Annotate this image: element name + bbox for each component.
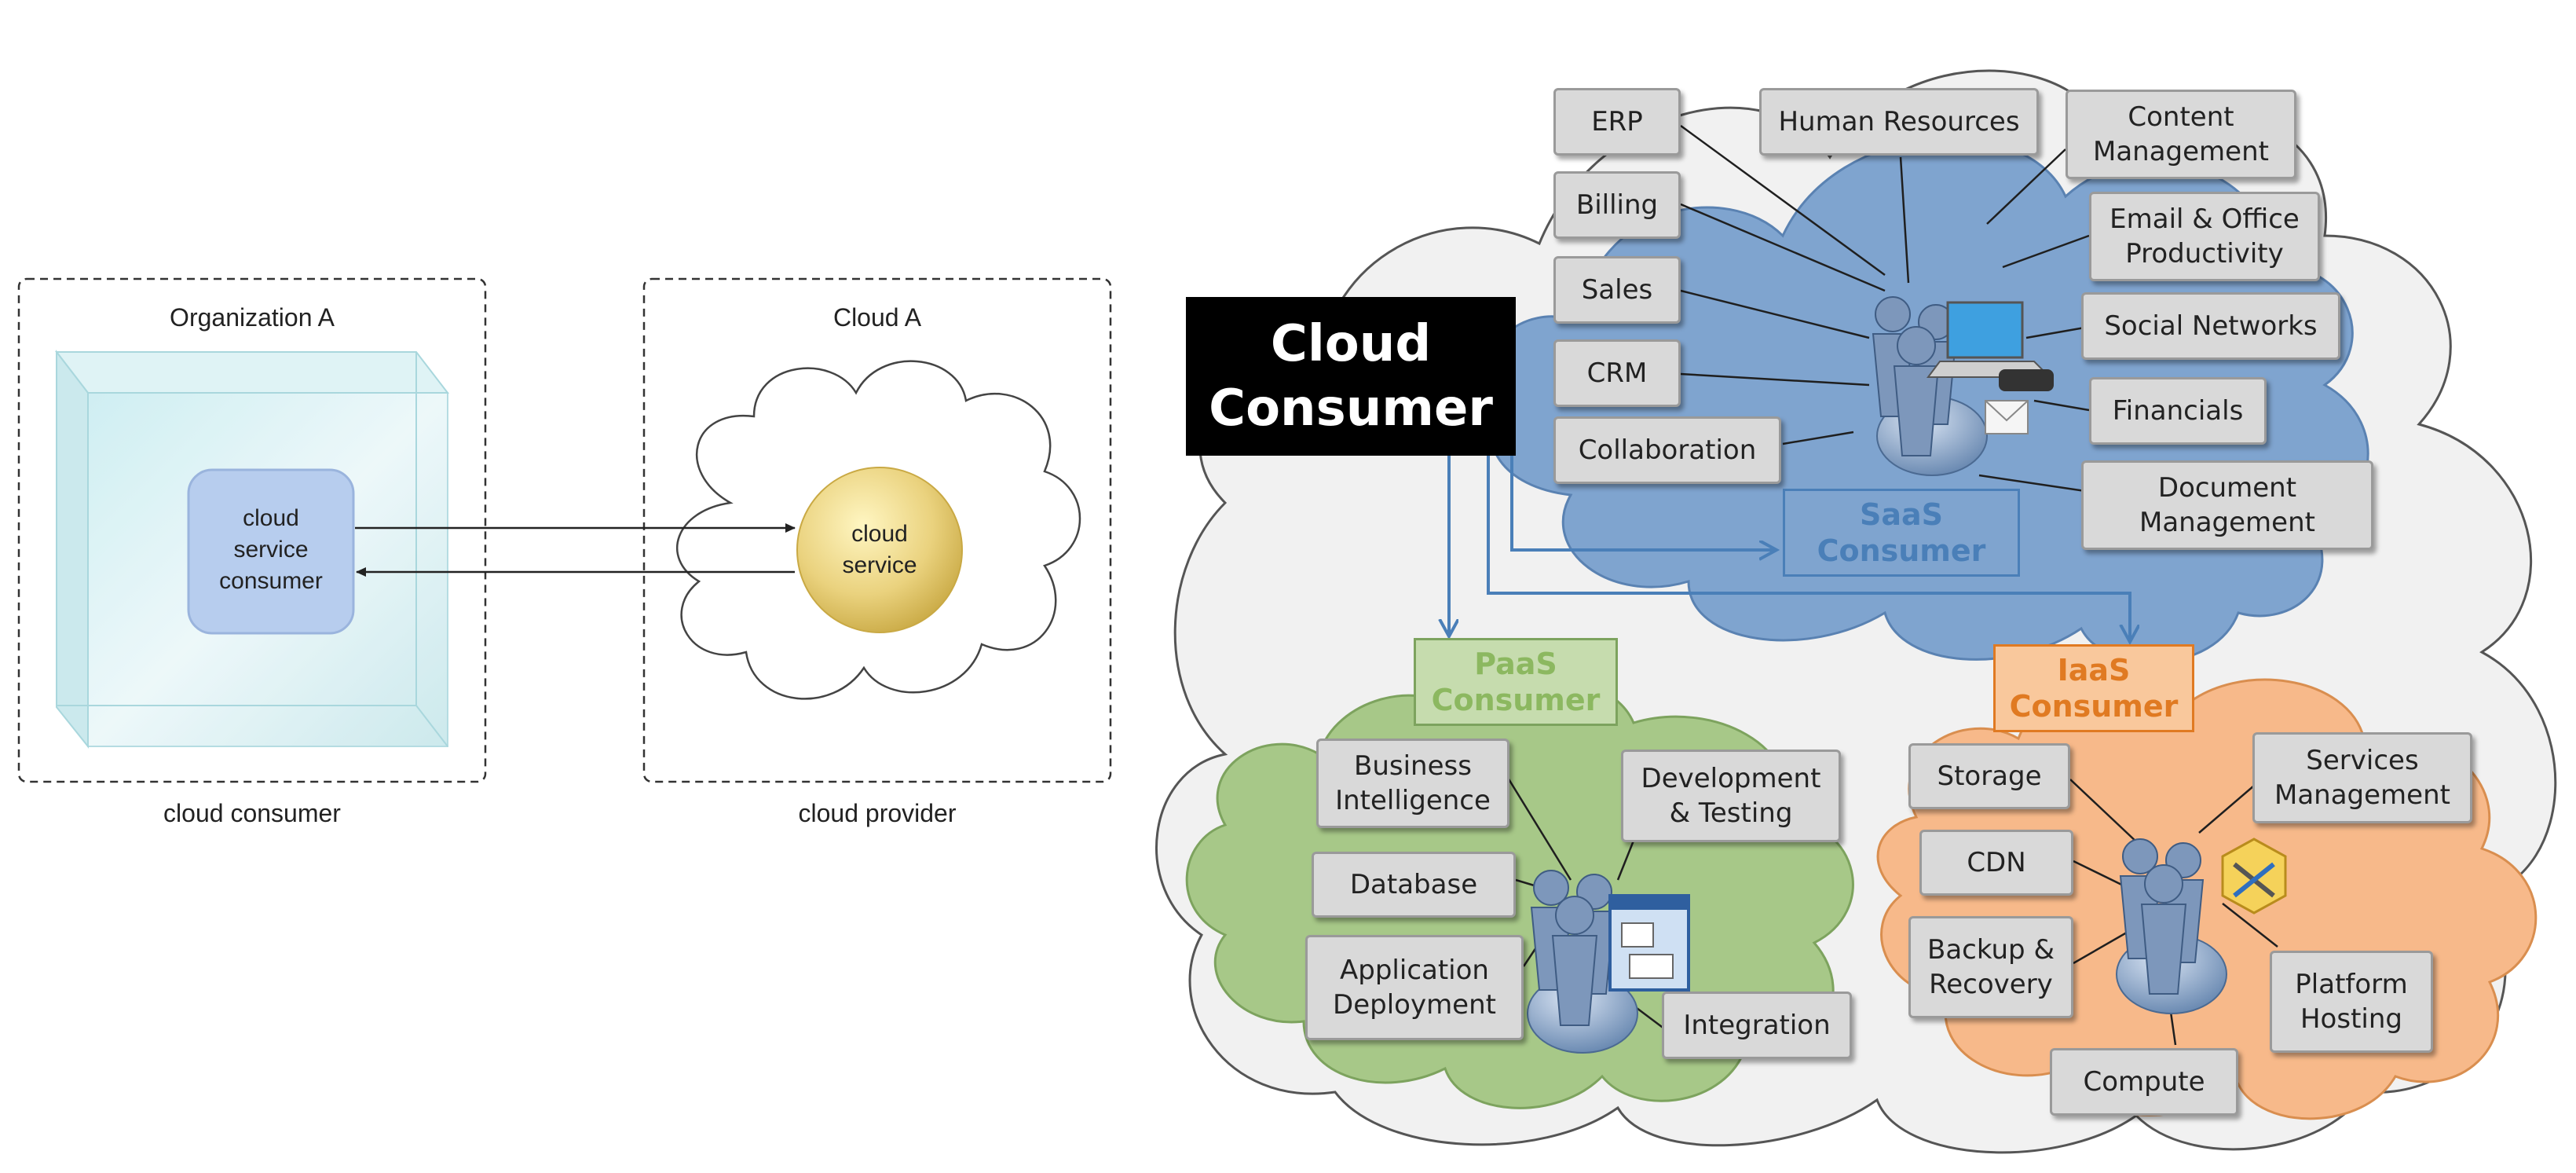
service-integration: Integration [1662, 992, 1852, 1059]
paas-people-icon [1527, 870, 1638, 1054]
service-document-management: Document Management [2081, 460, 2373, 550]
service-financials: Financials [2089, 377, 2267, 445]
service-human-resources: Human Resources [1759, 88, 2039, 156]
consumer-arrows [1449, 456, 2130, 640]
cloud-service-label: cloud service [842, 521, 917, 578]
service-backup-recovery: Backup & Recovery [1908, 916, 2073, 1018]
service-sales: Sales [1553, 256, 1681, 324]
application-window-icon [1608, 894, 1690, 992]
service-business-intelligence: Business Intelligence [1316, 739, 1509, 828]
cloud-consumer-caption: cloud consumer [163, 799, 341, 827]
service-database: Database [1312, 852, 1516, 918]
iaas-people-icon [2116, 838, 2227, 1014]
service-email-office-productivity: Email & Office Productivity [2089, 192, 2320, 281]
service-services-management: Services Management [2252, 732, 2472, 823]
cloud-consumer-title: Cloud Consumer [1186, 297, 1516, 456]
cloud-service-node [796, 467, 963, 633]
tools-cube-icon [2221, 838, 2287, 915]
service-social-networks: Social Networks [2081, 292, 2340, 360]
service-development-testing: Development & Testing [1621, 750, 1841, 842]
paas-consumer-label: PaaS Consumer [1414, 638, 1618, 726]
service-application-deployment: Application Deployment [1305, 935, 1524, 1040]
service-cdn: CDN [1919, 830, 2073, 896]
left-diagram [17, 277, 1112, 783]
service-content-management: Content Management [2066, 90, 2296, 179]
service-compute: Compute [2050, 1048, 2238, 1116]
cloud-service-consumer-label: cloud service consumer [219, 505, 323, 594]
cloud-label: Cloud A [832, 303, 922, 332]
service-storage: Storage [1908, 743, 2070, 809]
service-billing: Billing [1553, 171, 1681, 239]
service-erp: ERP [1553, 88, 1681, 156]
saas-people-icon [1872, 296, 1988, 476]
service-collaboration: Collaboration [1553, 416, 1781, 484]
cloud-provider-caption: cloud provider [798, 799, 957, 827]
envelope-icon [1985, 400, 2029, 434]
saas-connectors [1680, 124, 2090, 493]
organization-label: Organization A [170, 303, 335, 332]
service-platform-hosting: Platform Hosting [2270, 951, 2433, 1053]
service-crm: CRM [1553, 339, 1681, 407]
saas-consumer-label: SaaS Consumer [1783, 489, 2020, 577]
laptop-icon [1927, 301, 2054, 391]
cloud-service-consumer-node [187, 468, 355, 635]
iaas-consumer-label: IaaS Consumer [1993, 644, 2194, 732]
